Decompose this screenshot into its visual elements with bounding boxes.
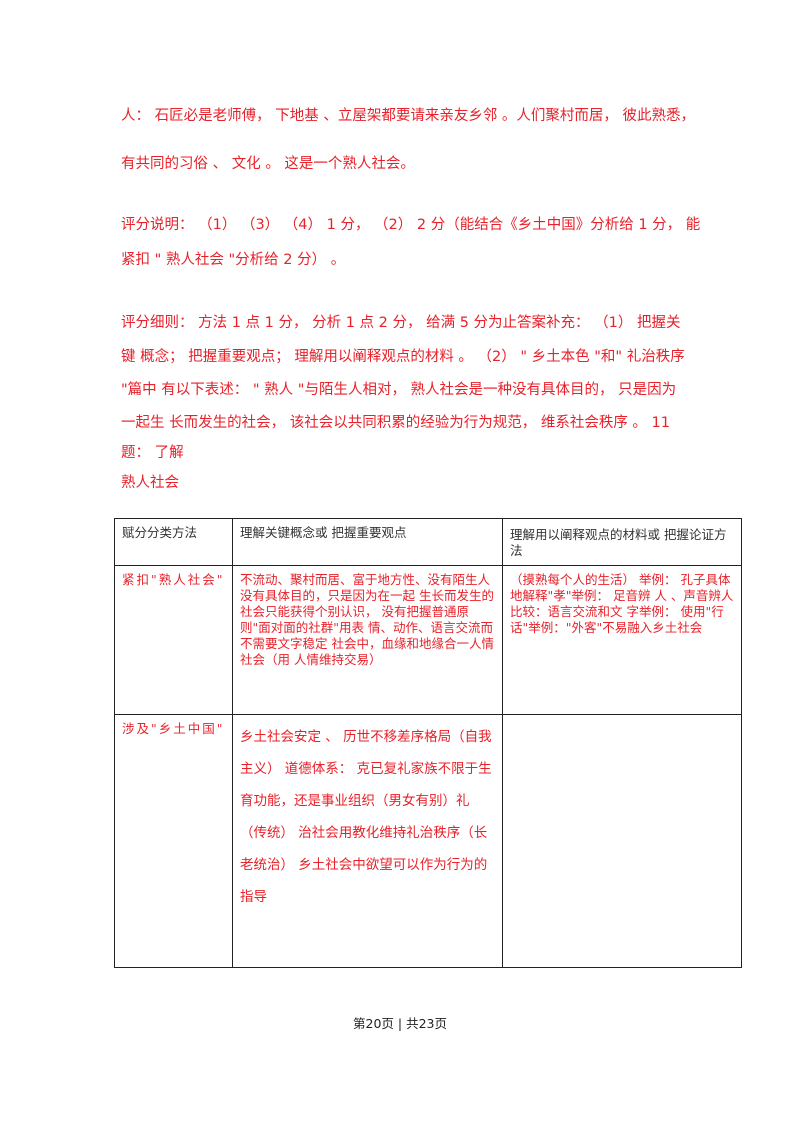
scoring-note-line-1: 评分说明： （1） （3） （4） 1 分， （2） 2 分（能结合《乡土中国》… (121, 217, 701, 233)
scoring-rule-line-3: "篇中 有以下表述： " 熟人 "与陌生人相对， 熟人社会是一种没有具体目的， … (121, 382, 677, 398)
scoring-rule-line-1: 评分细则： 方法 1 点 1 分， 分析 1 点 2 分， 给满 5 分为止答案… (121, 315, 681, 331)
row1-category: 紧扣"熟人社会" (114, 565, 233, 715)
row2-material (502, 714, 742, 968)
row2-concept: 乡土社会安定 、 历世不移差序格局（自我主义） 道德体系： 克已复礼家族不限于生… (232, 714, 503, 968)
header-material: 理解用以阐释观点的材料或 把握论证方法 (502, 518, 742, 566)
scoring-rule-line-5: 题： 了解 (121, 445, 184, 461)
table-row: 涉及"乡土中国" 乡土社会安定 、 历世不移差序格局（自我主义） 道德体系： 克… (114, 714, 742, 968)
row1-concept: 不流动、聚村而居、富于地方性、没有陌生人没有具体目的，只是因为在一起 生长而发生… (232, 565, 503, 715)
scoring-rule-line-4: 一起生 长而发生的社会， 该社会以共同积累的经验为行为规范， 维系社会秩序 。 … (121, 415, 670, 431)
answer-line-1: 人： 石匠必是老师傅， 下地基 、立屋架都要请来亲友乡邻 。人们聚村而居， 彼此… (121, 108, 696, 124)
scoring-rule-line-2: 键 概念； 把握重要观点； 理解用以阐释观点的材料 。 （2） " 乡土本色 "… (121, 349, 685, 365)
scoring-rule-line-6: 熟人社会 (121, 475, 179, 491)
row1-material: （摸熟每个人的生活） 举例： 孔子具体地解释"孝"举例： 足音辨 人 、声音辨人… (502, 565, 742, 715)
table-row: 紧扣"熟人社会" 不流动、聚村而居、富于地方性、没有陌生人没有具体目的，只是因为… (114, 565, 742, 715)
scoring-note-line-2: 紧扣 " 熟人社会 "分析给 2 分） 。 (121, 252, 346, 268)
header-method: 赋分分类方法 (114, 518, 233, 566)
row2-category: 涉及"乡土中国" (114, 714, 233, 968)
page-number: 第20页 | 共23页 (353, 1016, 447, 1031)
scoring-table: 赋分分类方法 理解关键概念或 把握重要观点 理解用以阐释观点的材料或 把握论证方… (114, 518, 742, 968)
answer-line-2: 有共同的习俗 、 文化 。 这是一个熟人社会。 (121, 156, 415, 172)
table-header-row: 赋分分类方法 理解关键概念或 把握重要观点 理解用以阐释观点的材料或 把握论证方… (114, 518, 742, 566)
header-concept: 理解关键概念或 把握重要观点 (232, 518, 503, 566)
